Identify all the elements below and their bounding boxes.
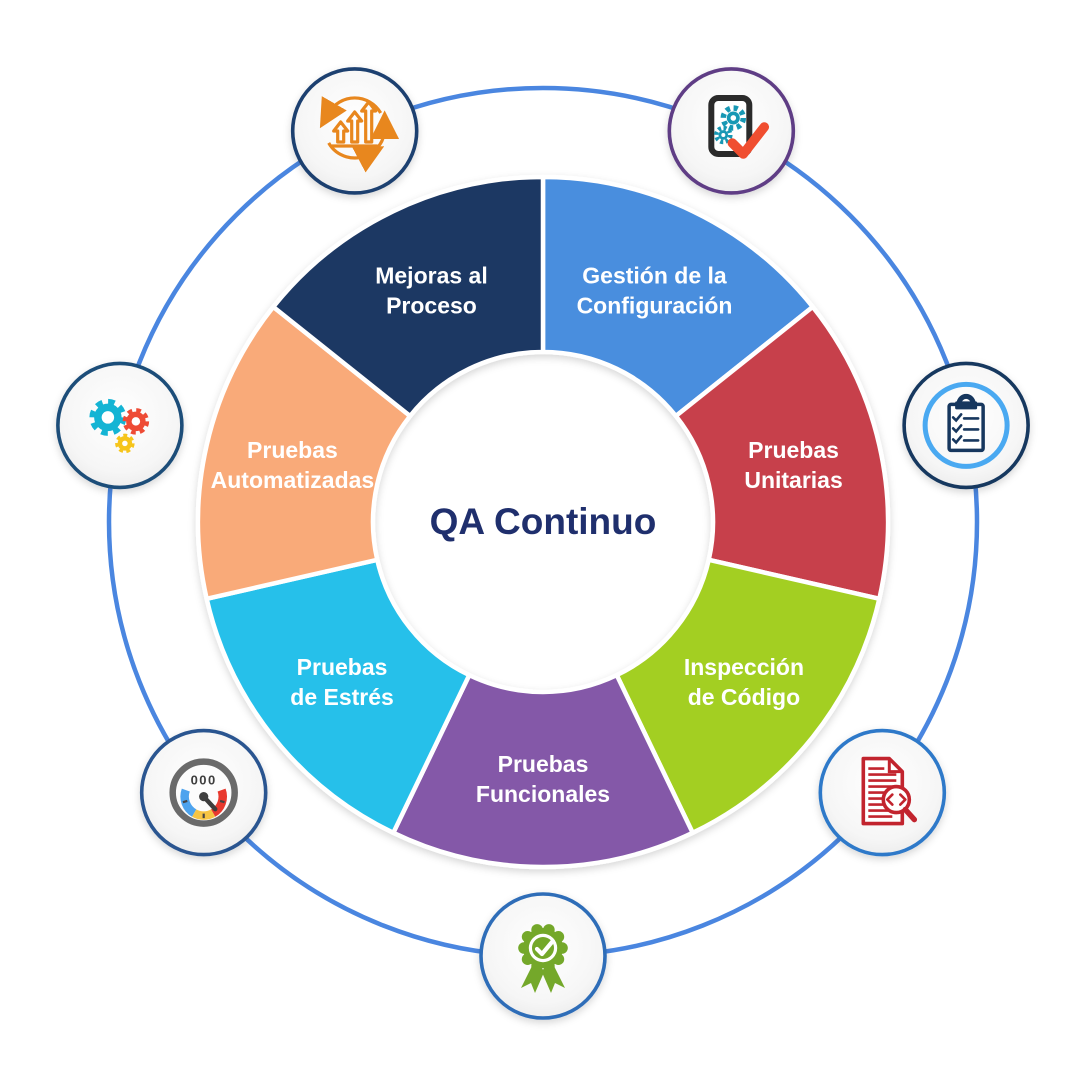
segment-label-gestion-configuracion: Gestión de la Configuración xyxy=(577,262,733,318)
segment-label-inspeccion-codigo: Inspección de Código xyxy=(684,654,804,710)
segment-pruebas-unitarias xyxy=(673,304,891,602)
segment-label-line: Configuración xyxy=(577,292,733,318)
speed-gauge-icon xyxy=(173,762,235,824)
ring-icons xyxy=(56,67,1030,1020)
icon-node-gestion-configuracion xyxy=(667,67,796,195)
segment-label-line: Unitarias xyxy=(744,467,842,493)
icon-node-pruebas-unitarias xyxy=(902,361,1030,490)
donut-segments xyxy=(195,174,891,870)
segment-label-mejoras-al-proceso: Mejoras al Proceso xyxy=(375,262,488,318)
segment-label-pruebas-de-estres: Pruebas de Estrés xyxy=(290,654,394,710)
segment-label-line: Pruebas xyxy=(247,437,338,463)
three-gears-circle xyxy=(56,361,184,490)
segment-gestion-configuracion xyxy=(540,174,815,419)
icon-node-pruebas-de-estres xyxy=(139,728,268,857)
segment-label-line: Mejoras al xyxy=(375,262,488,288)
segment-inspeccion-codigo xyxy=(614,557,882,836)
segment-label-line: de Código xyxy=(688,684,800,710)
center-title: QA Continuo xyxy=(430,501,657,542)
icon-node-pruebas-funcionales xyxy=(479,892,607,1020)
segment-label-line: Automatizadas xyxy=(211,467,375,493)
icon-node-mejoras-al-proceso xyxy=(290,67,419,195)
segment-label-line: Proceso xyxy=(386,292,477,318)
icon-node-inspeccion-codigo xyxy=(818,728,947,857)
segment-mejoras-al-proceso xyxy=(271,174,546,419)
segment-pruebas-de-estres xyxy=(204,557,472,836)
icon-node-pruebas-automatizadas xyxy=(56,361,184,490)
improvement-arrows-circle xyxy=(290,67,419,195)
segment-label-line: de Estrés xyxy=(290,684,394,710)
segment-pruebas-automatizadas xyxy=(195,304,413,602)
segment-label-line: Pruebas xyxy=(498,751,589,777)
segment-label-line: Funcionales xyxy=(476,781,610,807)
segment-label-line: Inspección xyxy=(684,654,804,680)
segment-pruebas-funcionales xyxy=(391,672,695,870)
segment-label-line: Pruebas xyxy=(748,437,839,463)
segment-label-line: Gestión de la xyxy=(582,262,727,288)
segment-label-line: Pruebas xyxy=(297,654,388,680)
